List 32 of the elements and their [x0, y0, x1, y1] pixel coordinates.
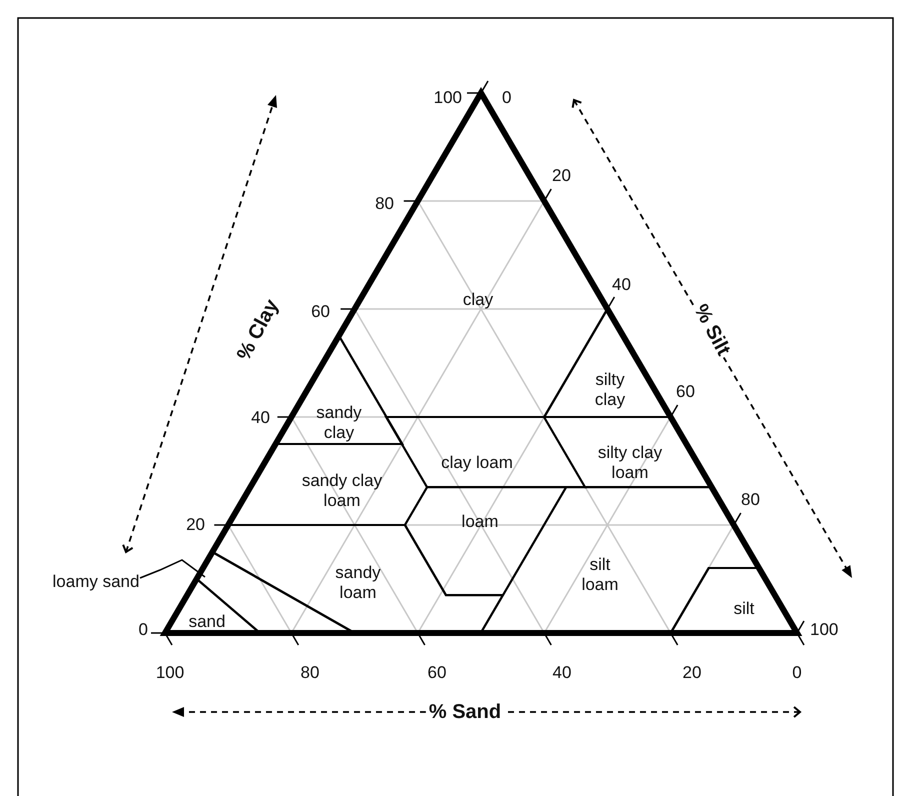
axis-tick-label: 60: [428, 663, 446, 683]
axis-tick-label: 80: [300, 663, 320, 683]
region-label: silt: [734, 598, 754, 619]
leader-line: [140, 559, 206, 579]
region-label: silt loam: [580, 554, 620, 595]
axis-tick-label: 80: [741, 490, 760, 510]
region-label: clay: [462, 290, 494, 310]
region-label: clay loam: [441, 453, 513, 473]
axis-tick-label: 0: [792, 663, 802, 683]
region-label: loam: [462, 512, 498, 532]
region-label: sandy clay: [315, 403, 363, 443]
axis-tick-label: 100: [810, 620, 838, 640]
axis-tick-label: 20: [186, 515, 205, 535]
axis-tick-label: 0: [502, 88, 512, 108]
axis-tick-label: 100: [156, 663, 184, 683]
axis-tick-label: 40: [251, 408, 270, 428]
region-label: loamy sand: [52, 572, 140, 592]
region-label: silty clay: [594, 370, 626, 410]
region-label: sandy loam: [334, 563, 382, 603]
axis-tick-label: 20: [552, 166, 571, 186]
region-label: silty clay loam: [596, 443, 664, 483]
axis-tick-label: 100: [434, 88, 462, 108]
axis-tick-label: 0: [138, 620, 148, 640]
texture-region: [405, 487, 566, 596]
region-label: sandy clay loam: [300, 471, 384, 511]
region-label: sand: [188, 612, 226, 632]
axis-tick-label: 80: [375, 194, 394, 214]
axis-tick-label: 60: [676, 382, 695, 402]
axis-tick-label: 40: [552, 663, 572, 683]
axis-tick-label: 40: [612, 275, 631, 295]
axis-tick-label: 60: [311, 302, 330, 322]
axis-tick-label: 20: [682, 663, 702, 683]
